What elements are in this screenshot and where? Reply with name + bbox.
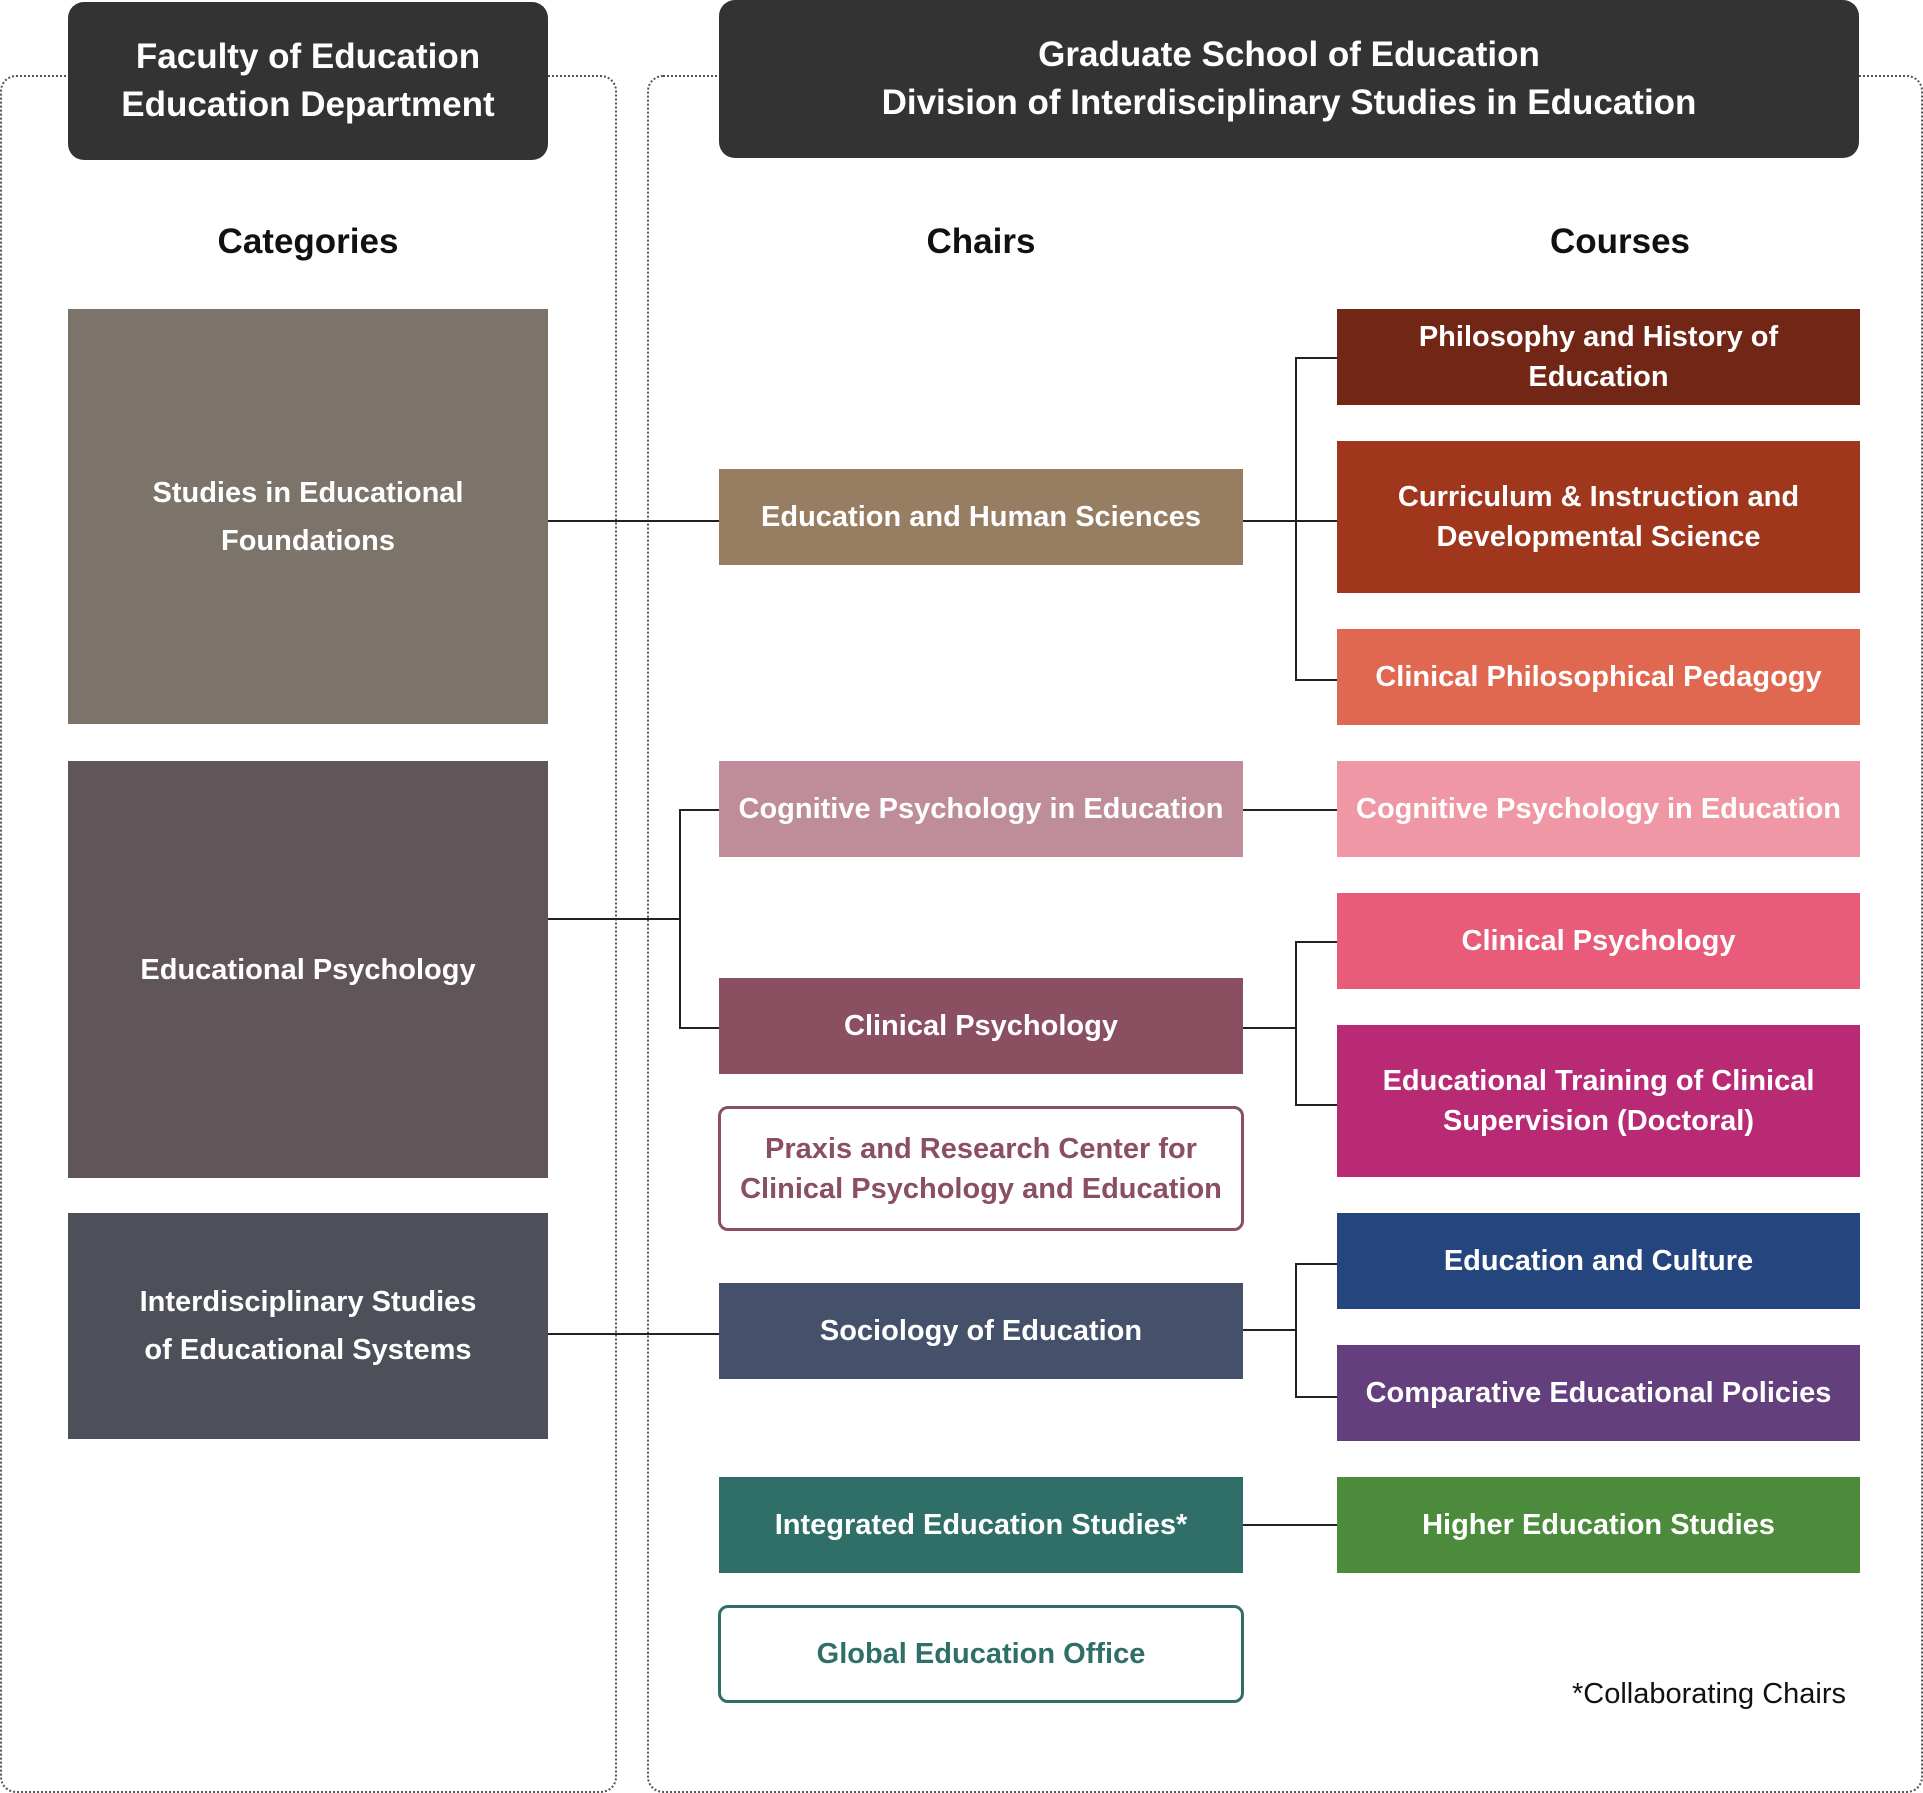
category-label-line2: Foundations (221, 524, 395, 557)
connector-ehs-to-philosophy (1295, 357, 1337, 359)
faculty-title-line2: Education Department (121, 85, 495, 124)
connector-to-cognitive-chair (679, 809, 719, 811)
course-clinical-philosophical-pedagogy: Clinical Philosophical Pedagogy (1337, 629, 1860, 725)
course-cognitive-psychology: Cognitive Psychology in Education (1337, 761, 1860, 857)
connector-sociology-out (1241, 1329, 1296, 1331)
categories-heading: Categories (217, 222, 399, 261)
course-label-line1: Educational Training of Clinical (1382, 1065, 1815, 1097)
chairs-heading: Chairs (926, 222, 1036, 261)
connector-to-culture-course (1295, 1263, 1337, 1265)
chair-label: Integrated Education Studies* (774, 1509, 1188, 1541)
course-label: Clinical Psychology (1461, 925, 1736, 957)
course-philosophy-history: Philosophy and History of Education (1337, 309, 1860, 405)
courses-heading: Courses (1549, 222, 1691, 261)
chair-label: Cognitive Psychology in Education (738, 793, 1224, 825)
chair-label: Global Education Office (816, 1638, 1146, 1670)
chair-clinical-psychology: Clinical Psychology (719, 978, 1243, 1074)
connector-to-clinical-course (1295, 941, 1337, 943)
category-label-line1: Interdisciplinary Studies (139, 1286, 477, 1318)
chair-sociology-of-education: Sociology of Education (719, 1283, 1243, 1379)
footnote: *Collaborating Chairs (1572, 1678, 1847, 1710)
graduate-title-line1: Graduate School of Education (1038, 35, 1540, 74)
connector-edpsych-vertical (679, 809, 681, 1028)
connector-to-clinical-chair (679, 1027, 719, 1029)
connector-clinical-vertical (1295, 941, 1297, 1105)
chair-praxis-research-center: Praxis and Research Center for Clinical … (718, 1106, 1244, 1231)
category-educational-psychology: Educational Psychology (68, 761, 548, 1178)
category-label-line1: Educational Psychology (140, 953, 476, 986)
connector-to-supervision-course (1295, 1104, 1337, 1106)
course-label-line2: Supervision (Doctoral) (1443, 1105, 1754, 1137)
course-curriculum-instruction: Curriculum & Instruction and Development… (1337, 441, 1860, 593)
connector-systems-to-sociology (548, 1333, 719, 1335)
faculty-title-line1: Faculty of Education (135, 37, 481, 76)
connector-ehs-out (1241, 520, 1296, 522)
connector-ehs-vertical (1295, 357, 1297, 680)
course-education-culture: Education and Culture (1337, 1213, 1860, 1309)
category-educational-foundations: Studies in Educational Foundations (68, 309, 548, 724)
course-label: Philosophy and History of Education (1418, 321, 1779, 393)
connector-edpsych-out (548, 918, 680, 920)
chair-label: Sociology of Education (819, 1315, 1143, 1347)
graduate-title-line2: Division of Interdisciplinary Studies in… (881, 83, 1697, 122)
course-label: Comparative Educational Policies (1365, 1377, 1832, 1409)
connector-sociology-vertical (1295, 1263, 1297, 1397)
connector-ehs-to-clinical-philosophical (1295, 679, 1337, 681)
graduate-header: Graduate School of Education Division of… (719, 0, 1859, 158)
connector-to-comparative-course (1295, 1396, 1337, 1398)
connector-cognitive-chair-to-course (1241, 809, 1337, 811)
chair-label-line2: Clinical Psychology and Education (740, 1172, 1222, 1205)
chair-label: Clinical Psychology (844, 1010, 1118, 1042)
category-educational-systems: Interdisciplinary Studies of Educational… (68, 1213, 548, 1439)
connector-clinical-out (1241, 1027, 1296, 1029)
connector-foundations-to-ehs (548, 520, 719, 522)
chair-integrated-education-studies: Integrated Education Studies* (719, 1477, 1243, 1573)
course-label-line1: Curriculum & Instruction and (1397, 481, 1800, 513)
category-label-line2: of Educational Systems (144, 1334, 472, 1366)
chair-label: Education and Human Sciences (761, 501, 1201, 533)
connector-integrated-to-higher (1241, 1524, 1337, 1526)
connector-ehs-to-curriculum (1295, 520, 1337, 522)
course-higher-education: Higher Education Studies (1337, 1477, 1860, 1573)
course-label: Cognitive Psychology in Education (1356, 793, 1841, 825)
category-label-line1: Studies in Educational (152, 476, 464, 509)
chair-label-line1: Praxis and Research Center for (765, 1132, 1197, 1165)
chair-global-education-office: Global Education Office (718, 1605, 1244, 1703)
course-label-line2: Developmental Science (1436, 521, 1761, 553)
course-comparative-policies: Comparative Educational Policies (1337, 1345, 1860, 1441)
chair-cognitive-psychology: Cognitive Psychology in Education (719, 761, 1243, 857)
course-label: Clinical Philosophical Pedagogy (1375, 661, 1822, 693)
chair-education-human-sciences: Education and Human Sciences (719, 469, 1243, 565)
course-clinical-supervision: Educational Training of Clinical Supervi… (1337, 1025, 1860, 1177)
course-label: Higher Education Studies (1422, 1509, 1775, 1541)
course-label: Education and Culture (1443, 1245, 1754, 1277)
course-clinical-psychology: Clinical Psychology (1337, 893, 1860, 989)
faculty-header: Faculty of Education Education Departmen… (68, 2, 548, 160)
